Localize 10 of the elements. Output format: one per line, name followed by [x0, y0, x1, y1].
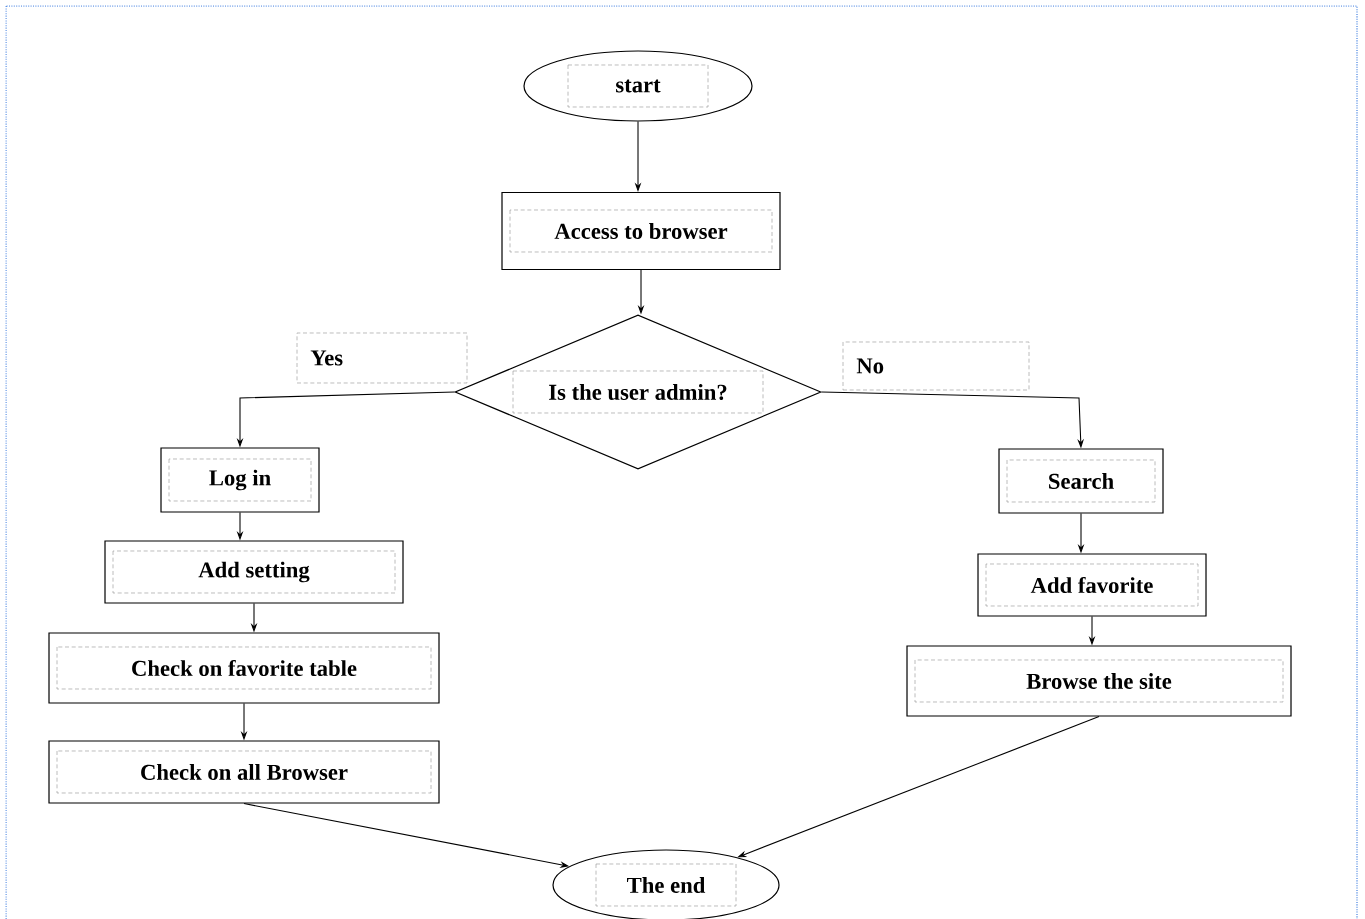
process-box: Log in — [160, 447, 320, 513]
process-box: Check on favorite table — [48, 632, 440, 704]
process-box: Check on all Browser — [48, 740, 440, 804]
process-box: Access to browser — [501, 191, 781, 271]
process-box: Add favorite — [977, 553, 1207, 617]
edge-label: Yes — [296, 332, 468, 384]
process-box: Add setting — [104, 540, 404, 604]
process-box: Browse the site — [906, 645, 1292, 717]
process-box: Search — [998, 448, 1164, 514]
edge-label: No — [842, 341, 1030, 391]
